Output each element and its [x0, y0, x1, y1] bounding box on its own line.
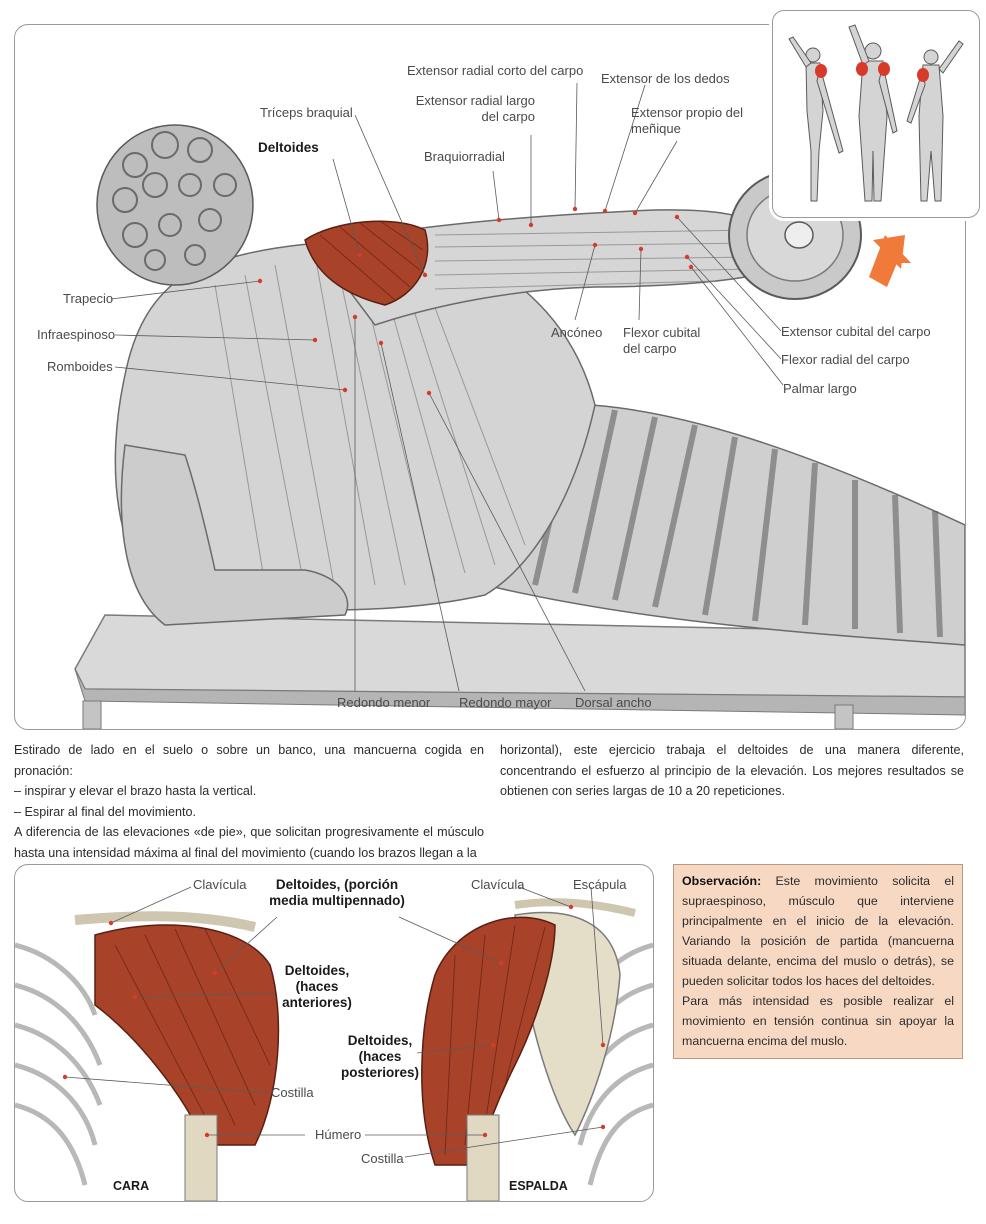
label-extensor-radial-largo: Extensor radial largo del carpo: [415, 93, 535, 124]
shoulder-anatomy-panel: Clavícula Deltoides, (porción media mult…: [14, 864, 654, 1202]
label-escapula: Escápula: [573, 877, 627, 892]
label-deltoides-anteriores: Deltoides, (haces anteriores): [282, 963, 352, 1010]
label-flexor-radial: Flexor radial del carpo: [781, 352, 910, 367]
label-extensor-radial-corto: Extensor radial corto del carpo: [407, 63, 584, 78]
label-extensor-dedos: Extensor de los dedos: [601, 71, 730, 86]
head-drawing: [96, 124, 254, 286]
observation-paragraph-2: Para más intensidad es posible realizar …: [682, 994, 954, 1048]
label-extensor-propio-menique: Extensor propio del meñique: [631, 105, 744, 136]
description-column-1: Estirado de lado en el suelo o sobre un …: [14, 740, 484, 863]
description-line-3: – Espirar al final del movimiento.: [14, 804, 196, 819]
label-deltoides-media: Deltoides, (porción media multipennado): [269, 877, 405, 908]
observation-box: Observación: Este movimiento solicita el…: [673, 864, 963, 1059]
shoulder-anatomy-illustration: [15, 886, 653, 1201]
label-redondo-mayor: Redondo mayor: [459, 695, 552, 710]
observation-text-1: Este movimiento solicita el supraespinos…: [682, 874, 954, 988]
label-clavicula-back: Clavícula: [471, 877, 525, 892]
description-line-1: Estirado de lado en el suelo o sobre un …: [14, 743, 484, 778]
label-deltoides: Deltoides: [258, 140, 319, 155]
observation-title: Observación:: [682, 874, 762, 888]
label-deltoides-posteriores: Deltoides, (haces posteriores): [340, 1033, 420, 1080]
lift-direction-arrow: [869, 235, 911, 287]
bench-drawing: [74, 614, 965, 729]
observation-paragraph-1: Observación: Este movimiento solicita el…: [682, 871, 954, 991]
front-deltoid-shape: [94, 924, 280, 1146]
deltoid-highlights: [815, 62, 929, 82]
label-infraespinoso: Infraespinoso: [37, 327, 116, 342]
label-braquiorradial: Braquiorradial: [424, 149, 505, 164]
label-costilla-back: Costilla: [361, 1151, 404, 1166]
bottom-leader-lines: [64, 886, 604, 1158]
label-extensor-cubital: Extensor cubital del carpo: [781, 324, 931, 339]
view-label-front: CARA: [113, 1179, 150, 1193]
label-triceps-braquial: Tríceps braquial: [260, 105, 353, 120]
label-dorsal-ancho: Dorsal ancho: [575, 695, 652, 710]
label-anchor-dots: [257, 206, 694, 396]
pants-drawing: [484, 403, 965, 646]
label-leader-lines: [110, 82, 784, 692]
label-redondo-menor: Redondo menor: [337, 695, 431, 710]
label-humero: Húmero: [315, 1127, 362, 1142]
label-anconeo: Ancóneo: [551, 325, 603, 340]
description-line-2: – inspirar y elevar el brazo hasta la ve…: [14, 784, 257, 798]
label-trapecio: Trapecio: [63, 291, 114, 306]
label-romboides: Romboides: [47, 359, 113, 374]
view-label-back: ESPALDA: [509, 1179, 568, 1193]
description-column-2: horizontal), este ejercicio trabaja el d…: [500, 740, 964, 802]
description-line-4: A diferencia de las elevaciones «de pie»…: [14, 825, 484, 860]
back-deltoid-shape: [421, 916, 556, 1166]
bottom-anchor-dots: [62, 904, 606, 1138]
inset-figures-panel: [772, 10, 980, 218]
front-ribcage: [15, 942, 103, 1186]
inset-standing-figures: [788, 24, 964, 202]
label-palmar-largo: Palmar largo: [783, 381, 857, 396]
label-clavicula-front: Clavícula: [193, 877, 247, 892]
label-costilla-front: Costilla: [271, 1085, 314, 1100]
description-continuation: horizontal), este ejercicio trabaja el d…: [500, 743, 964, 798]
main-illustration: [74, 82, 965, 729]
label-flexor-cubital: Flexor cubital del carpo: [623, 325, 701, 356]
